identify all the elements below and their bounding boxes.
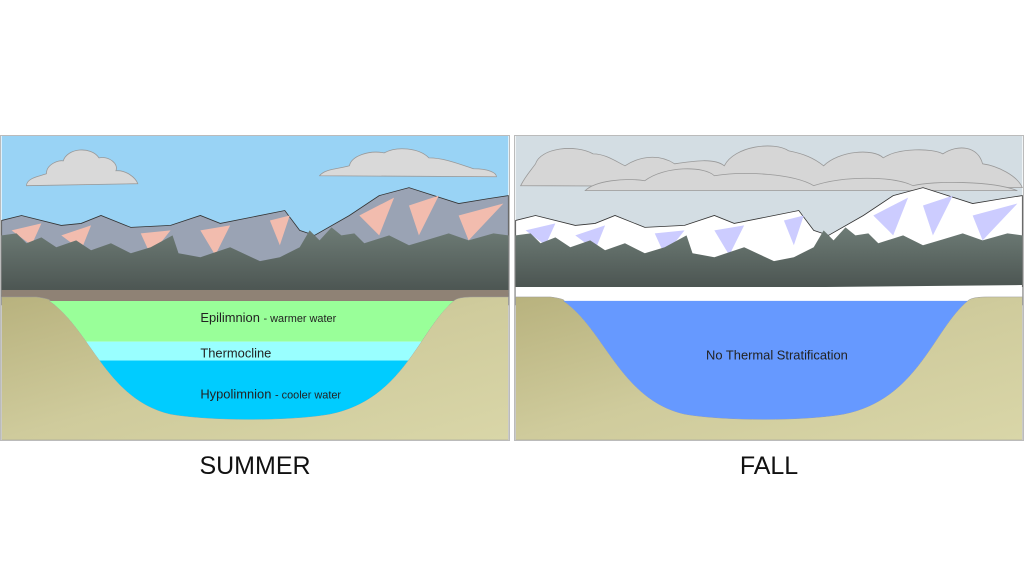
epilimnion-label: Epilimnion <box>200 310 260 325</box>
mountain-shadows <box>525 195 1018 256</box>
forest <box>515 227 1023 290</box>
fall-lake-illustration: No Thermal Stratification <box>515 136 1023 440</box>
forest <box>1 227 509 295</box>
epilimnion-note: - warmer water <box>264 313 337 325</box>
fall-panel: No Thermal Stratification <box>514 135 1024 441</box>
hypolimnion-note: - cooler water <box>275 389 341 401</box>
cloud-bank <box>519 145 1023 192</box>
svg-text:Hypolimnion - cooler water: Hypolimnion - cooler water <box>200 386 341 401</box>
epilimnion-layer <box>49 300 454 342</box>
fall-caption: FALL <box>739 452 799 480</box>
hypolimnion-label: Hypolimnion <box>200 386 271 401</box>
no-stratification-label: No Thermal Stratification <box>706 348 848 363</box>
summer-caption: SUMMER <box>199 452 311 480</box>
thermocline-label: Thermocline <box>200 346 271 361</box>
thermocline-layer <box>49 341 454 361</box>
cloud <box>26 148 497 187</box>
snow-shore-band <box>515 287 1023 305</box>
mountain-snow <box>11 195 504 256</box>
lake-water <box>563 300 968 420</box>
summer-panel: Epilimnion - warmer water Thermocline Hy… <box>0 135 510 441</box>
svg-text:Epilimnion - warmer water: Epilimnion - warmer water <box>200 310 336 325</box>
summer-lake-illustration: Epilimnion - warmer water Thermocline Hy… <box>1 136 509 440</box>
